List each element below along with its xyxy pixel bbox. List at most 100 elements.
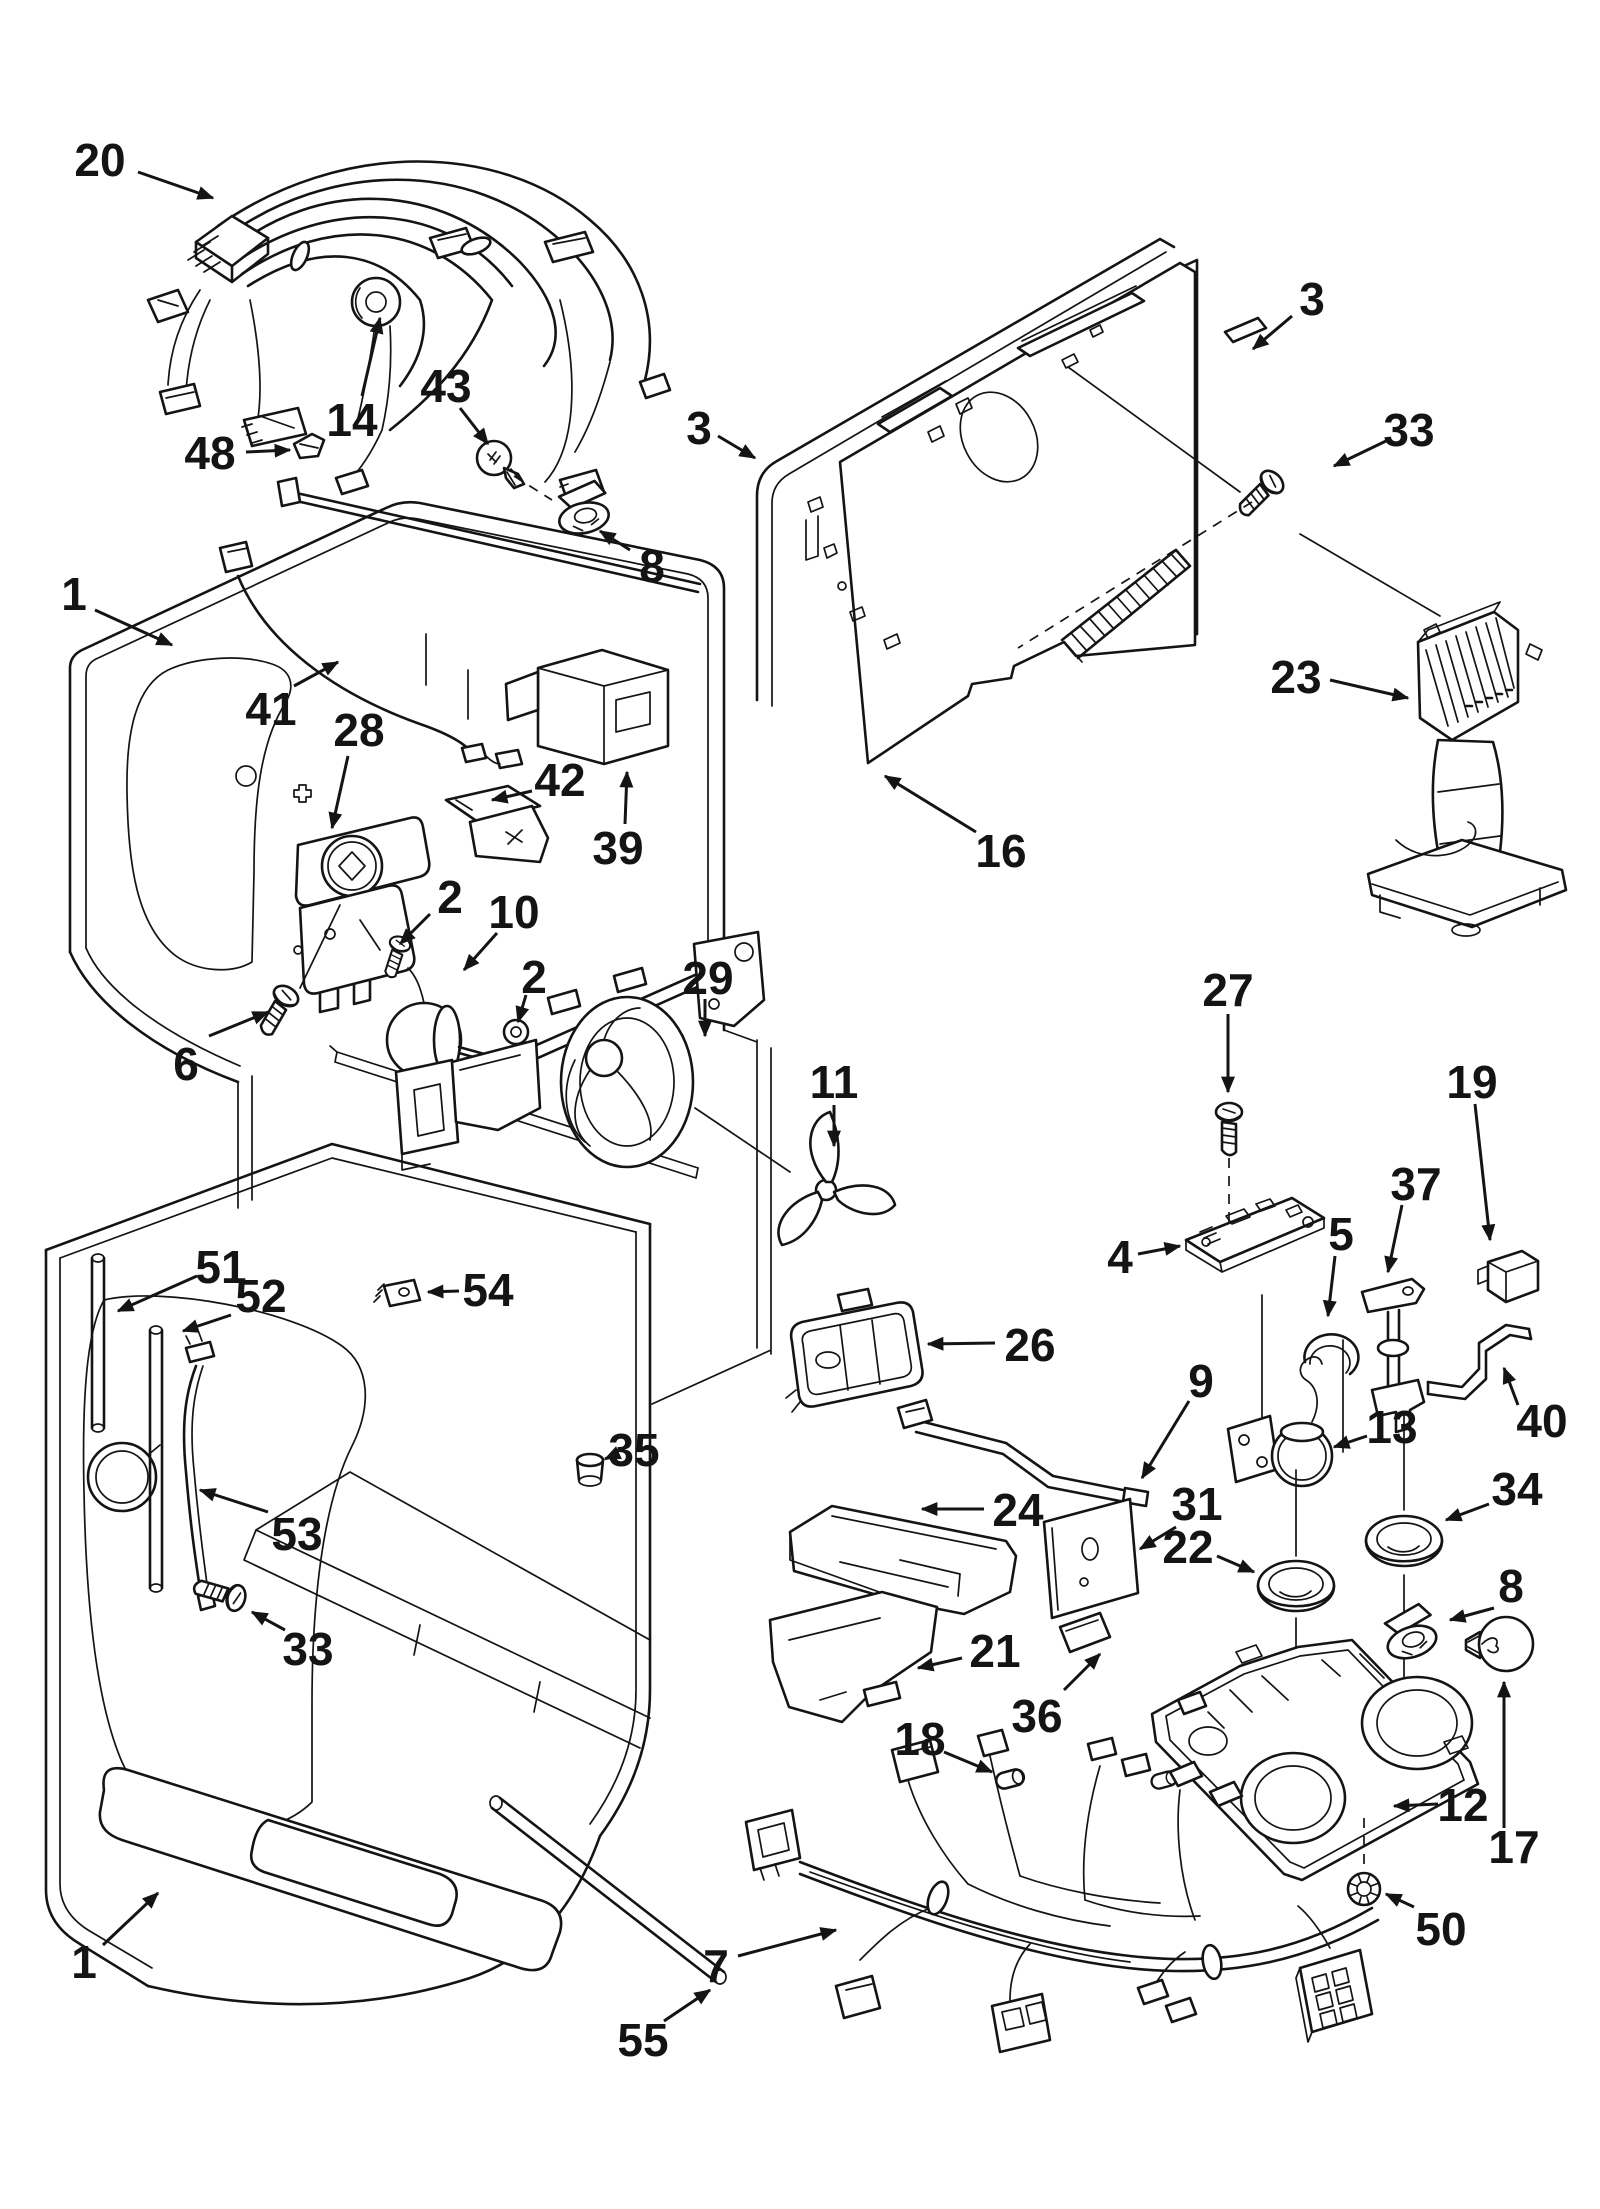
callout-label-7: 7	[703, 1940, 729, 1992]
bulb-socket-8-lower	[1376, 1600, 1443, 1666]
control-board-4	[1184, 1196, 1326, 1459]
callout-label-13: 13	[1366, 1401, 1417, 1453]
callout-arrow-3b	[1251, 314, 1293, 351]
callout-label-52: 52	[235, 1270, 286, 1322]
callout-arrow-40	[1502, 1366, 1520, 1406]
screw-27	[1214, 1101, 1244, 1228]
callout-label-9: 9	[1188, 1355, 1214, 1407]
callout-label-10: 10	[488, 886, 539, 938]
lamp-cup-34	[1364, 1514, 1444, 1568]
evaporator-fan-motor-10	[385, 967, 508, 1171]
air-tower-23	[1366, 601, 1568, 937]
wire-harness-bottom	[744, 1728, 1380, 2054]
lamp-cup-22	[1256, 1559, 1336, 1613]
callout-label-4: 4	[1107, 1231, 1133, 1283]
callout-arrow-48	[245, 443, 292, 458]
callout-arrow-22	[1216, 1554, 1256, 1574]
callout-arrow-2b	[515, 994, 530, 1024]
callout-label-53: 53	[271, 1508, 322, 1560]
fresh-food-liner	[44, 1142, 652, 2006]
screw-6	[251, 980, 304, 1042]
callout-arrow-33a	[1332, 439, 1387, 468]
callout-label-29: 29	[682, 952, 733, 1004]
callout-label-26: 26	[1004, 1319, 1055, 1371]
freezer-liner	[68, 476, 772, 1405]
air-duct-39	[504, 648, 670, 766]
cap-35	[575, 1452, 605, 1487]
callout-arrow-36	[1062, 1652, 1102, 1692]
callout-arrow-23	[1329, 678, 1410, 702]
clip-48	[292, 432, 326, 460]
callout-arrow-12	[1392, 1798, 1439, 1813]
callout-arrow-41	[293, 660, 340, 688]
fan-blade-11	[777, 1110, 897, 1247]
callout-label-48: 48	[184, 427, 235, 479]
callout-label-18: 18	[894, 1713, 945, 1765]
callout-label-12: 12	[1437, 1779, 1488, 1831]
callout-label-41: 41	[245, 683, 296, 735]
thermostat-13	[1226, 1356, 1334, 1488]
callout-arrow-13	[1332, 1434, 1368, 1449]
callout-label-54: 54	[462, 1264, 514, 1316]
air-duct-21	[768, 1590, 939, 1724]
callout-arrow-53	[198, 1488, 269, 1514]
callout-arrow-9	[1140, 1400, 1191, 1480]
light-bulb-43	[475, 439, 526, 490]
trim-rod-55	[489, 1795, 727, 1985]
plate-36	[1058, 1611, 1112, 1654]
tube-9	[896, 1398, 1150, 1508]
callout-label-16: 16	[975, 825, 1026, 877]
callout-label-31: 31	[1171, 1478, 1222, 1530]
callout-arrow-28	[328, 755, 350, 830]
callout-arrow-52	[181, 1313, 232, 1333]
callout-label-39: 39	[592, 822, 643, 874]
callout-arrow-6	[208, 1010, 270, 1038]
callout-label-23: 23	[1270, 651, 1321, 703]
callout-label-35: 35	[608, 1424, 659, 1476]
callout-label-5: 5	[1328, 1208, 1354, 1260]
callout-arrow-8b	[1448, 1606, 1495, 1623]
callout-label-3b: 3	[1299, 273, 1325, 325]
callout-label-17: 17	[1488, 1821, 1539, 1873]
callout-label-33a: 33	[1383, 404, 1434, 456]
callout-label-40: 40	[1516, 1395, 1567, 1447]
callout-arrow-16	[883, 774, 977, 834]
callout-arrow-20	[137, 170, 215, 200]
callout-arrow-54	[426, 1284, 460, 1299]
callout-arrow-42	[490, 789, 533, 804]
fan-shroud-29	[450, 930, 791, 1173]
callout-label-3a: 3	[686, 402, 712, 454]
callout-arrow-21	[916, 1656, 963, 1672]
callout-arrow-51	[116, 1274, 198, 1313]
callout-arrow-55	[663, 1988, 712, 2023]
callout-arrow-18	[943, 1750, 994, 1774]
valve-37	[1360, 1277, 1426, 1434]
light-bulb-17	[1464, 1615, 1535, 1673]
callout-arrow-1a	[94, 608, 174, 647]
air-duct-24	[788, 1504, 1018, 1616]
callout-label-50: 50	[1415, 1903, 1466, 1955]
callout-label-55: 55	[617, 2014, 668, 2066]
callout-label-20: 20	[74, 134, 125, 186]
nut-50	[1346, 1818, 1382, 1907]
plate-31	[1042, 1497, 1140, 1620]
callout-arrow-3a	[717, 434, 757, 460]
console-housing-12	[1150, 1638, 1480, 1882]
callout-label-24: 24	[992, 1484, 1044, 1536]
callout-arrow-19	[1473, 1103, 1496, 1242]
callout-label-28: 28	[333, 704, 384, 756]
callout-label-2b: 2	[521, 951, 547, 1003]
callout-arrow-7	[737, 1927, 838, 1958]
callout-label-1b: 1	[71, 1936, 97, 1988]
callout-arrow-34	[1444, 1502, 1490, 1522]
callout-arrow-50	[1384, 1892, 1415, 1909]
callout-label-6: 6	[173, 1038, 199, 1090]
callout-arrow-2a	[398, 912, 432, 946]
callout-label-37: 37	[1390, 1158, 1441, 1210]
callout-label-33b: 33	[282, 1623, 333, 1675]
callout-arrow-33b	[250, 1610, 286, 1632]
callout-label-36: 36	[1011, 1690, 1062, 1742]
